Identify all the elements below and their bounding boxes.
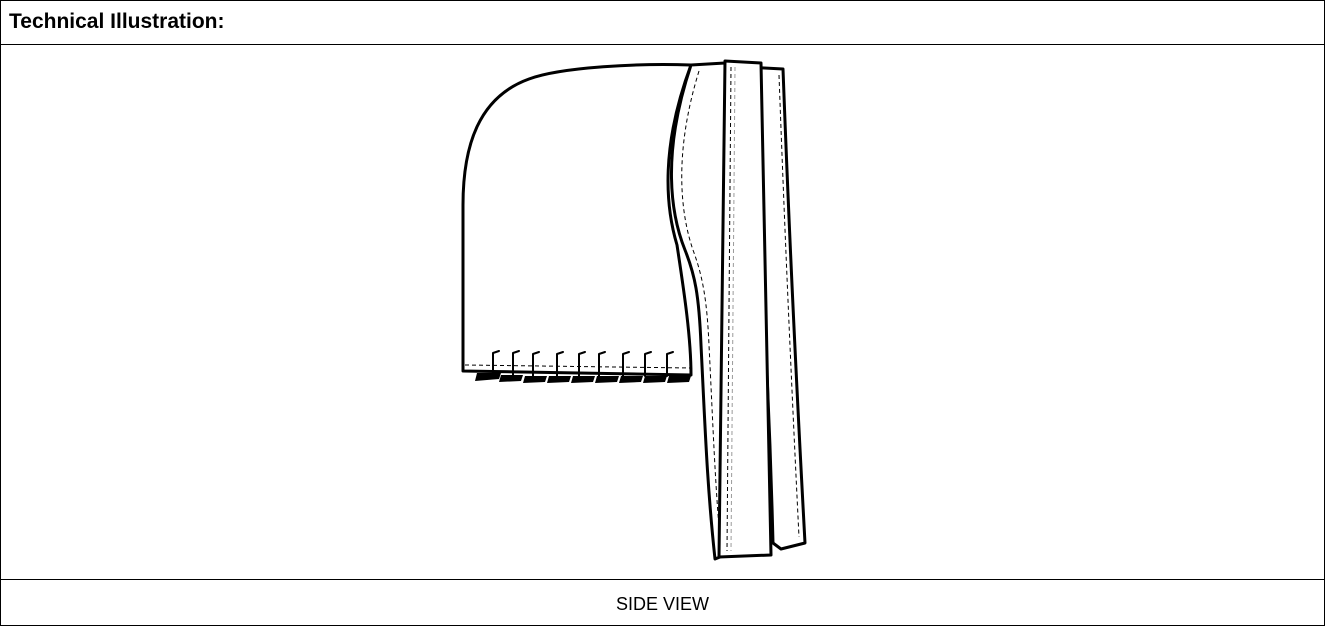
hem-stitch	[464, 364, 692, 369]
hem-pleat-shadows	[475, 373, 691, 383]
header-bar: Technical Illustration:	[1, 1, 1324, 45]
caption-bar: SIDE VIEW	[1, 579, 1324, 625]
front-tie-stitch-left	[726, 66, 732, 552]
hood-side-view-drawing	[461, 59, 807, 561]
header-title: Technical Illustration:	[9, 10, 225, 33]
hood-shell	[461, 63, 693, 377]
illustration-area	[1, 45, 1324, 579]
back-tie-stitch	[778, 74, 800, 538]
view-caption: SIDE VIEW	[615, 594, 709, 614]
face-panel-stitch-outer	[681, 70, 722, 552]
front-tie-strap	[717, 59, 773, 559]
front-face-panel	[670, 61, 727, 561]
hem-pleats	[492, 350, 674, 377]
front-tie-stitch-right	[730, 66, 736, 552]
